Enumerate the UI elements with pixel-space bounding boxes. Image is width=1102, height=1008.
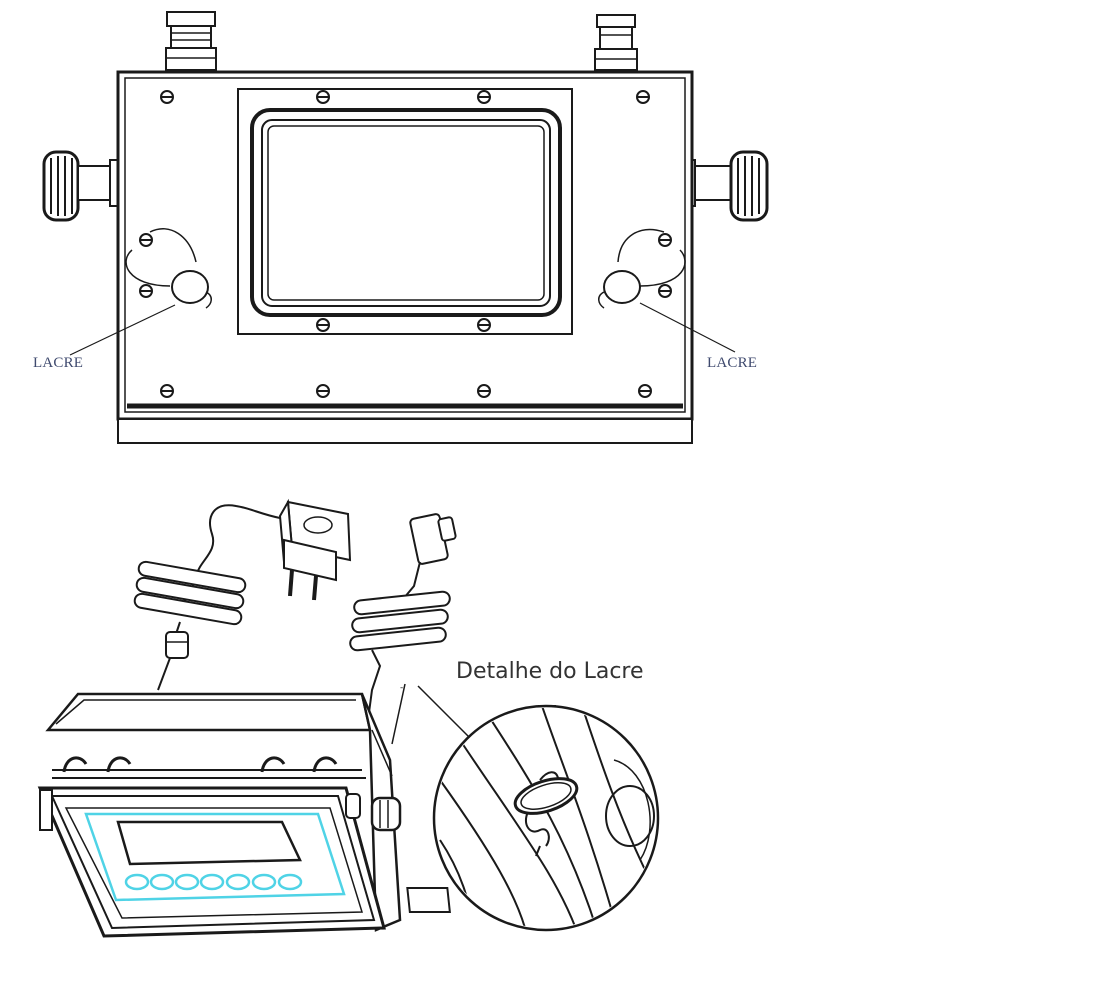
seal-label-right: LACRE: [707, 355, 757, 371]
seal-label-left: LACRE: [33, 355, 83, 371]
top-cable-gland-right: [594, 14, 638, 71]
housing-front-view: LACRE LACRE: [33, 11, 769, 444]
top-cable-gland-left: [165, 11, 217, 71]
svg-text:-: -: [400, 683, 403, 693]
seal-left: [69, 228, 212, 356]
keypad-buttons: [124, 873, 303, 891]
seal-detail-title: Detalhe do Lacre: [456, 659, 644, 684]
seal-right: [598, 228, 736, 353]
housing-perspective-view: -: [37, 498, 479, 938]
coiled-cable-left: [133, 560, 247, 691]
coiled-cable-right: [349, 513, 457, 721]
housing-screws: [139, 90, 672, 398]
seal-detail-view: Detalhe do Lacre: [432, 659, 660, 932]
side-knob-right: [684, 150, 769, 222]
side-knob-left: [42, 150, 121, 222]
power-adapter-icon: [179, 498, 352, 607]
